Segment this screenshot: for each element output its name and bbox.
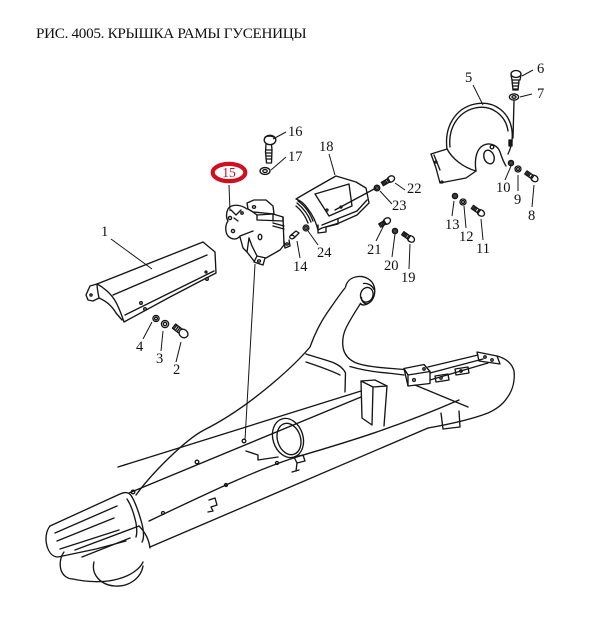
svg-text:6: 6: [537, 61, 544, 77]
svg-text:19: 19: [401, 270, 416, 286]
svg-text:23: 23: [392, 198, 407, 214]
svg-text:5: 5: [465, 70, 472, 86]
svg-text:4: 4: [136, 339, 144, 355]
svg-text:11: 11: [476, 241, 490, 257]
svg-text:24: 24: [317, 245, 332, 261]
svg-text:17: 17: [288, 149, 303, 165]
svg-text:18: 18: [319, 139, 334, 155]
svg-text:13: 13: [445, 217, 460, 233]
svg-text:10: 10: [496, 180, 511, 196]
svg-text:14: 14: [293, 259, 308, 275]
svg-text:РИС. 4005. КРЫШКА РАМЫ ГУСЕНИЦ: РИС. 4005. КРЫШКА РАМЫ ГУСЕНИЦЫ: [36, 25, 306, 42]
svg-text:21: 21: [367, 242, 382, 258]
svg-text:16: 16: [288, 124, 303, 140]
svg-text:12: 12: [459, 229, 474, 245]
svg-text:7: 7: [537, 86, 544, 102]
svg-text:15: 15: [222, 165, 236, 180]
svg-text:8: 8: [528, 208, 535, 224]
svg-text:2: 2: [173, 362, 180, 378]
svg-text:20: 20: [384, 258, 399, 274]
svg-text:9: 9: [514, 192, 521, 208]
svg-text:1: 1: [101, 224, 108, 240]
svg-text:3: 3: [156, 351, 163, 367]
svg-text:22: 22: [407, 181, 422, 197]
